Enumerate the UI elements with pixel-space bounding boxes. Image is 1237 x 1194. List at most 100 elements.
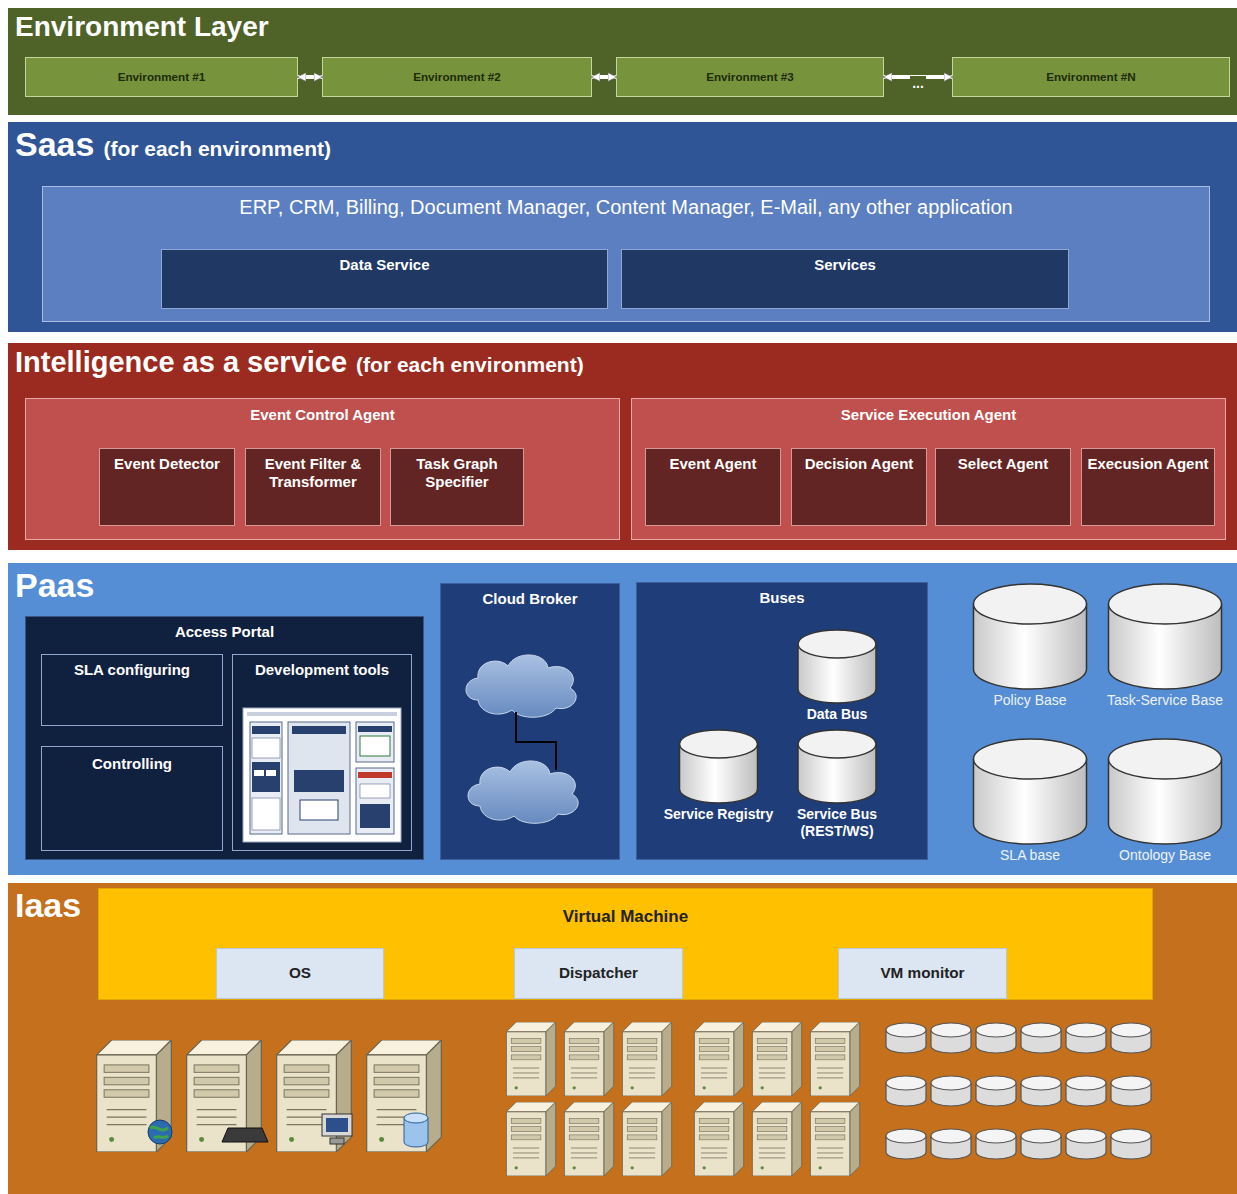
box-label: Policy Base <box>962 692 1098 709</box>
layer-title: Saas <box>15 124 94 165</box>
disk-icon <box>976 1023 1016 1053</box>
disk-icon <box>1066 1129 1106 1159</box>
double-arrow <box>298 75 322 79</box>
text-holder: Event Filter & Transformer <box>250 455 376 491</box>
disk-icon <box>931 1076 971 1106</box>
bus-cylinder: Service Registry <box>656 729 781 829</box>
disk-icon <box>886 1023 926 1053</box>
server-icon <box>752 1022 801 1096</box>
text-holder: Data Service <box>166 256 603 274</box>
text-holder: Environment #3 <box>617 58 883 96</box>
database-cylinder: SLA base <box>962 738 1098 870</box>
text-holder: Paas <box>15 565 94 606</box>
disk-icon <box>1111 1076 1151 1106</box>
box-label: SLA configuring <box>46 661 218 679</box>
text-holder: ERP, CRM, Billing, Document Manager, Con… <box>47 195 1205 219</box>
double-arrow <box>592 75 616 79</box>
bus-box: BusesData BusService RegistryService Bus… <box>636 582 928 860</box>
text-holder: Buses <box>641 589 923 607</box>
text-holder: Service Registry <box>656 806 781 823</box>
text-holder: Access Portal <box>30 623 419 641</box>
environment-box: Environment #3 <box>616 57 884 97</box>
vm-component: Dispatcher <box>514 948 683 999</box>
box-label: Service Bus (REST/WS) <box>784 806 890 840</box>
cylinder-outline <box>784 729 890 805</box>
disk-icon <box>931 1129 971 1159</box>
text-holder: Services <box>626 256 1064 274</box>
server-rack <box>506 1022 859 1176</box>
text-holder: Task Graph Specifier <box>395 455 519 491</box>
environment-box: Environment #N <box>952 57 1230 97</box>
box-label: Cloud Broker <box>445 590 615 608</box>
box-label: Execusion Agent <box>1086 455 1210 473</box>
box-label: Select Agent <box>940 455 1066 473</box>
box-label: Development tools <box>237 661 407 679</box>
box-label: Service Execution Agent <box>636 406 1221 424</box>
agent-box: Decision Agent <box>791 448 927 526</box>
text-holder: SLA base <box>962 847 1098 864</box>
text-holder: Event Control Agent <box>30 406 615 424</box>
agent-box: Event Detector <box>99 448 235 526</box>
portal-panel: Controlling <box>41 746 223 851</box>
vm-box: Virtual MachineOS Dispatcher VM monitor <box>98 888 1153 1000</box>
text-holder: Cloud Broker <box>445 590 615 608</box>
box-label: Controlling <box>46 755 218 773</box>
vm-component: VM monitor <box>838 948 1007 999</box>
server-icons <box>97 1040 442 1152</box>
portal-panel: SLA configuring <box>41 654 223 726</box>
box-label: Event Agent <box>650 455 776 473</box>
layer-title: Paas <box>15 565 94 606</box>
box-label: Dispatcher <box>559 964 638 982</box>
box-label: Services <box>626 256 1064 274</box>
box-label: Environment #1 <box>118 70 206 84</box>
cloud-icon <box>468 761 578 823</box>
text-holder: Service Execution Agent <box>636 406 1221 424</box>
text-holder: Policy Base <box>962 692 1098 709</box>
disk-icon <box>886 1129 926 1159</box>
disk-icon <box>976 1129 1016 1159</box>
server-icon <box>506 1102 555 1176</box>
agent-box: Execusion Agent <box>1081 448 1215 526</box>
box-label: Data Bus <box>787 706 887 723</box>
text-holder: Saas(for each environment) <box>15 124 331 165</box>
portal-box: Access PortalSLA configuring Development … <box>25 616 424 860</box>
disk-icon <box>1021 1023 1061 1053</box>
box-label: Virtual Machine <box>103 907 1148 927</box>
box-label: Environment #2 <box>413 70 501 84</box>
vm-component: OS <box>216 948 384 999</box>
cylinder-top <box>974 739 1087 779</box>
text-holder: Environment Layer <box>15 10 269 44</box>
agent-group: Event Control AgentEvent Detector Event F… <box>25 398 620 540</box>
text-holder: Decision Agent <box>796 455 922 473</box>
box-label: Access Portal <box>30 623 419 641</box>
disk-icon <box>931 1023 971 1053</box>
box-label: VM monitor <box>880 964 964 982</box>
text-holder: Select Agent <box>940 455 1066 473</box>
agent-box: Event Filter & Transformer <box>245 448 381 526</box>
text-holder: Dispatcher <box>515 949 682 998</box>
cylinder-outline <box>1097 583 1233 691</box>
cylinder-outline <box>656 729 781 805</box>
box-label: Buses <box>641 589 923 607</box>
text-holder: Intelligence as a service(for each envir… <box>15 345 584 380</box>
text-holder: Virtual Machine <box>103 907 1148 927</box>
service-box: Services <box>621 249 1069 309</box>
box-label: Event Filter & Transformer <box>250 455 376 491</box>
cylinder-outline <box>1097 738 1233 846</box>
server-icon <box>506 1022 555 1096</box>
service-box: Data Service <box>161 249 608 309</box>
database-cylinder: Policy Base <box>962 583 1098 715</box>
cloud-icon <box>466 655 576 717</box>
disk-icon <box>1021 1076 1061 1106</box>
box-label: Environment #3 <box>706 70 794 84</box>
database-cylinder: Task-Service Base <box>1097 583 1233 715</box>
box-label: Environment #N <box>1046 70 1136 84</box>
tool-screenshot <box>243 708 401 842</box>
text-holder: Ontology Base <box>1097 847 1233 864</box>
box-label: Event Detector <box>104 455 230 473</box>
cylinder-outline <box>962 583 1098 691</box>
server-icon <box>564 1102 613 1176</box>
cylinder-top <box>798 630 876 658</box>
text-holder: SLA configuring <box>46 661 218 679</box>
